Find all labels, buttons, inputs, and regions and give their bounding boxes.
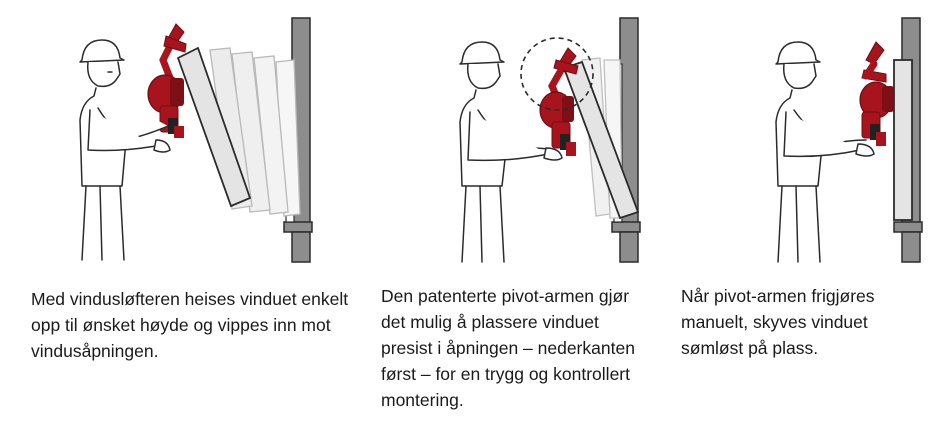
window-lifter bbox=[539, 47, 579, 156]
window-pane bbox=[176, 46, 252, 208]
pivot-highlight-circle bbox=[520, 37, 594, 111]
step-2-svg bbox=[459, 17, 641, 263]
window-motion-trail bbox=[209, 47, 301, 217]
window-lifter bbox=[147, 23, 187, 138]
step-1-caption: Med vindusløfteren heises vinduet enkelt… bbox=[31, 289, 349, 361]
step-1-illustration bbox=[0, 0, 320, 270]
step-2-illustration bbox=[320, 0, 650, 270]
step-3-svg bbox=[775, 17, 923, 263]
step-3-caption: Når pivot-armen frigjøres manuelt, skyve… bbox=[681, 286, 875, 358]
worker-figure bbox=[459, 41, 563, 263]
window-pane bbox=[562, 60, 640, 220]
worker-figure bbox=[775, 41, 875, 263]
step-3-illustration bbox=[650, 0, 941, 270]
worker-figure bbox=[79, 39, 171, 261]
step-2-caption: Den patenterte pivot-armen gjør det muli… bbox=[381, 286, 635, 410]
window-lifter bbox=[859, 41, 894, 146]
window-pane bbox=[893, 59, 913, 221]
step-1-svg bbox=[79, 17, 313, 263]
